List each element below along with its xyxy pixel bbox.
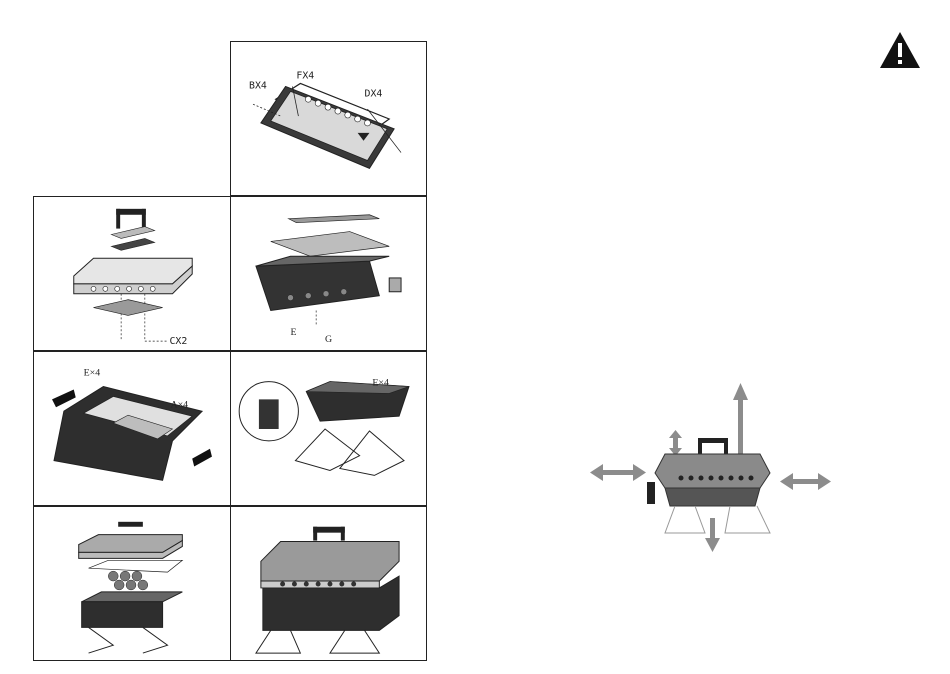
- step-7-panel: [230, 506, 427, 661]
- step-1-label-f: FX4: [296, 71, 314, 82]
- step-4-label-a: A×4: [170, 399, 188, 410]
- step-5-illustration: E×4: [231, 352, 426, 505]
- step-3-panel: E G: [230, 196, 427, 351]
- step-7-illustration: [231, 507, 426, 660]
- step-3-label-e: E: [290, 327, 296, 338]
- step-1-illustration: BX4 FX4 DX4: [231, 42, 426, 195]
- step-4-illustration: E×4 A×4: [34, 352, 230, 505]
- step-1-label-d: DX4: [365, 88, 383, 99]
- warning-triangle-icon: [879, 31, 921, 69]
- step-2-label-c: CX2: [170, 336, 188, 347]
- step-3-label-g: G: [325, 334, 332, 345]
- assembly-steps-grid: BX4 FX4 DX4 CX2: [33, 41, 427, 661]
- step-4-label-e: E×4: [84, 368, 101, 379]
- step-1-label-b: BX4: [249, 80, 267, 91]
- step-6-illustration: [34, 507, 230, 660]
- step-2-panel: CX2: [33, 196, 231, 351]
- step-4-panel: E×4 A×4: [33, 351, 231, 506]
- step-5-label-e: E×4: [372, 378, 389, 389]
- clearance-diagram: [585, 378, 835, 553]
- step-6-panel: [33, 506, 231, 661]
- step-3-illustration: E G: [231, 197, 426, 350]
- step-5-panel: E×4: [230, 351, 427, 506]
- step-2-illustration: CX2: [34, 197, 230, 350]
- step-1-panel: BX4 FX4 DX4: [230, 41, 427, 196]
